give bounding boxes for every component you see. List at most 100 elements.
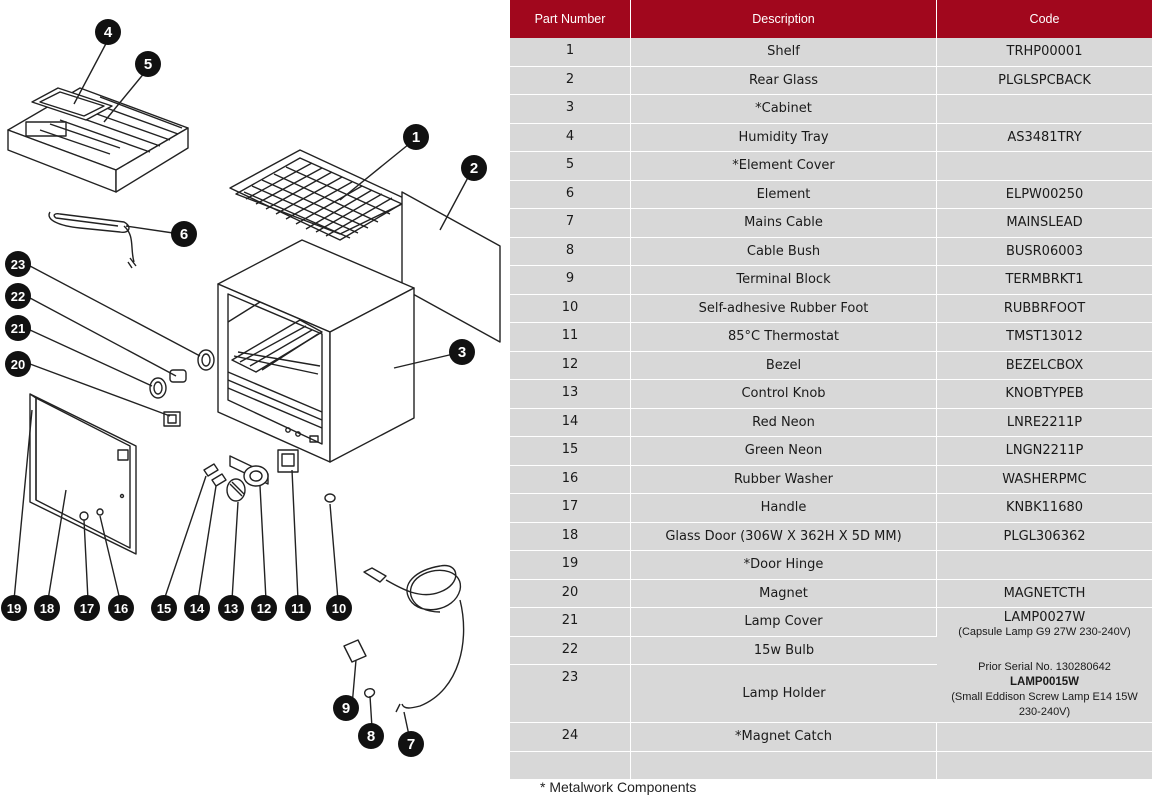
- cell-part-number: 12: [510, 351, 631, 380]
- cell-empty: [510, 751, 631, 780]
- svg-text:11: 11: [291, 601, 305, 616]
- humidity-tray-drawing: [31, 87, 113, 121]
- cell-part-number: 3: [510, 95, 631, 124]
- cell-part-number: 7: [510, 209, 631, 238]
- cell-code: BUSR06003: [937, 237, 1152, 266]
- cell-code: MAINSLEAD: [937, 209, 1152, 238]
- svg-text:1: 1: [412, 129, 420, 146]
- cell-description: Humidity Tray: [631, 123, 937, 152]
- callout-14: 14: [184, 595, 210, 621]
- element-drawing: [48, 211, 137, 269]
- table-row-empty: [510, 751, 1152, 780]
- cell-part-number: 1: [510, 38, 631, 67]
- cell-empty: [631, 751, 937, 780]
- mains-cable-drawing: [363, 564, 465, 713]
- terminal-block-drawing: [343, 639, 367, 663]
- cell-code: TMST13012: [937, 323, 1152, 352]
- header-part-number: Part Number: [510, 0, 631, 38]
- svg-text:23: 23: [11, 257, 25, 272]
- cell-description: Cable Bush: [631, 237, 937, 266]
- cell-code-lamp: LAMP0027W (Capsule Lamp G9 27W 230-240V)…: [937, 608, 1152, 723]
- cell-part-number: 22: [510, 636, 631, 665]
- callout-8: 8: [358, 723, 384, 749]
- lamp-parts-drawing: [149, 349, 215, 427]
- cell-code: RUBBRFOOT: [937, 294, 1152, 323]
- cell-description: Bezel: [631, 351, 937, 380]
- cell-code: TERMBRKT1: [937, 266, 1152, 295]
- header-description: Description: [631, 0, 937, 38]
- svg-text:17: 17: [80, 601, 94, 616]
- callout-6: 6: [171, 221, 197, 247]
- cell-part-number: 20: [510, 579, 631, 608]
- lamp-code-main: LAMP0027W: [1003, 610, 1086, 625]
- callout-11: 11: [285, 595, 311, 621]
- cell-part-number: 23: [510, 665, 631, 723]
- cell-description: 85°C Thermostat: [631, 323, 937, 352]
- lamp-code-main-note: (Capsule Lamp G9 27W 230-240V): [958, 626, 1131, 638]
- cell-description: Rubber Washer: [631, 465, 937, 494]
- cell-code: [937, 723, 1152, 752]
- cell-code: MAGNETCTH: [937, 579, 1152, 608]
- svg-text:13: 13: [224, 601, 238, 616]
- control-parts-drawing: [203, 449, 336, 503]
- svg-text:5: 5: [144, 56, 152, 73]
- svg-text:21: 21: [11, 321, 25, 336]
- exploded-parts-diagram: 1 2 3 4 5 6 7 8 9 10 11 12 13 14 15 16 1…: [0, 0, 505, 798]
- cell-description: Rear Glass: [631, 66, 937, 95]
- table-row: 3*Cabinet: [510, 95, 1152, 124]
- svg-text:7: 7: [407, 736, 415, 753]
- cell-part-number: 6: [510, 180, 631, 209]
- cell-code: KNBK11680: [937, 494, 1152, 523]
- cell-description: Terminal Block: [631, 266, 937, 295]
- callout-18: 18: [34, 595, 60, 621]
- cell-description: Lamp Holder: [631, 665, 937, 723]
- callout-5: 5: [135, 51, 161, 77]
- callout-3: 3: [449, 339, 475, 365]
- cell-part-number: 16: [510, 465, 631, 494]
- callout-21: 21: [5, 315, 31, 341]
- svg-text:19: 19: [7, 601, 21, 616]
- table-row: 22 15w Bulb: [510, 636, 1152, 665]
- svg-text:12: 12: [257, 601, 271, 616]
- cell-part-number: 19: [510, 551, 631, 580]
- cell-description: Control Knob: [631, 380, 937, 409]
- cell-part-number: 17: [510, 494, 631, 523]
- callout-17: 17: [74, 595, 100, 621]
- cell-description: Glass Door (306W X 362H X 5D MM): [631, 522, 937, 551]
- cell-code: [937, 95, 1152, 124]
- svg-text:22: 22: [11, 289, 25, 304]
- svg-text:10: 10: [332, 601, 346, 616]
- cell-code: LNGN2211P: [937, 437, 1152, 466]
- cell-description: Element: [631, 180, 937, 209]
- callout-22: 22: [5, 283, 31, 309]
- callout-4: 4: [95, 19, 121, 45]
- svg-text:15: 15: [157, 601, 171, 616]
- cell-code: WASHERPMC: [937, 465, 1152, 494]
- table-row: 21 Lamp Cover LAMP0027W (Capsule Lamp G9…: [510, 608, 1152, 723]
- callout-9: 9: [333, 695, 359, 721]
- footnote: * Metalwork Components: [540, 779, 697, 795]
- cell-description: Red Neon: [631, 408, 937, 437]
- cell-description: *Magnet Catch: [631, 723, 937, 752]
- svg-text:8: 8: [367, 728, 375, 745]
- callout-19: 19: [1, 595, 27, 621]
- lamp-prior-serial: Prior Serial No. 130280642: [978, 661, 1111, 673]
- cell-code: KNOBTYPEB: [937, 380, 1152, 409]
- callout-16: 16: [108, 595, 134, 621]
- callout-20: 20: [5, 351, 31, 377]
- table-row: 23 Lamp Holder: [510, 665, 1152, 723]
- cell-description: Mains Cable: [631, 209, 937, 238]
- cell-code: PLGLSPCBACK: [937, 66, 1152, 95]
- header-code: Code: [937, 0, 1152, 38]
